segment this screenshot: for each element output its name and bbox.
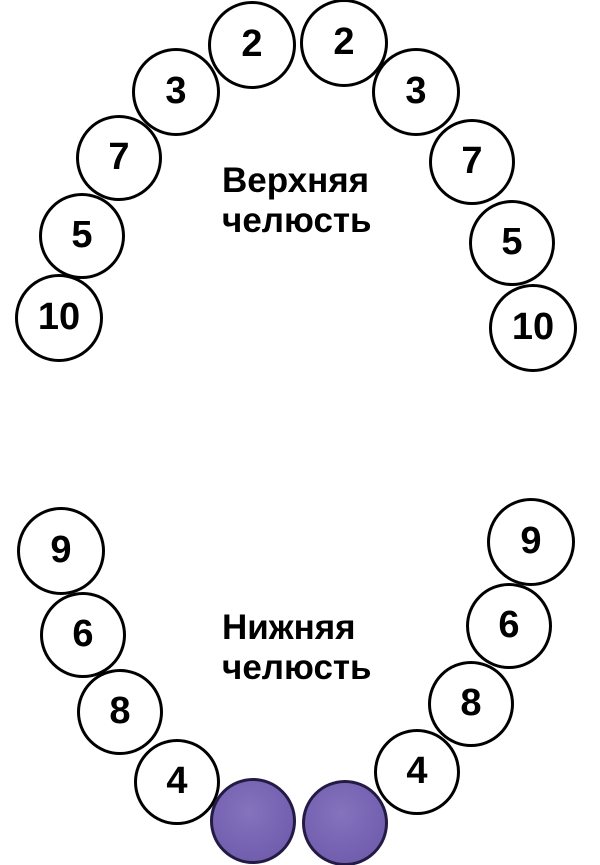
tooth-circle-7: 7: [76, 115, 162, 201]
tooth-number: 2: [241, 23, 263, 65]
tooth-circle-4: 4: [374, 729, 460, 815]
tooth-number: 7: [461, 140, 483, 182]
tooth-circle-10: 10: [489, 284, 577, 372]
tooth-number: 5: [501, 221, 523, 263]
tooth-number: 3: [405, 70, 427, 112]
tooth-circle-7: 7: [429, 119, 515, 205]
tooth-number: 9: [520, 520, 542, 562]
tooth-number: 4: [406, 750, 428, 792]
tooth-number: 6: [72, 613, 94, 655]
tooth-circle-6: 6: [40, 592, 126, 678]
tooth-number: 8: [460, 682, 482, 724]
title-line: челюсть: [222, 201, 372, 240]
tooth-number: 10: [511, 306, 555, 348]
tooth-circle-10: 10: [15, 274, 103, 362]
tooth-circle-8: 8: [77, 669, 163, 755]
tooth-number: 3: [165, 70, 187, 112]
tooth-number: 9: [50, 529, 72, 571]
tooth-number: 5: [71, 214, 93, 256]
tooth-number: 2: [333, 21, 355, 63]
lower-jaw-title: Нижняя челюсть: [222, 608, 372, 688]
tooth-number: 8: [109, 690, 131, 732]
tooth-circle-9: 9: [487, 498, 575, 586]
tooth-circle-8: 8: [428, 661, 514, 747]
tooth-number: 6: [498, 604, 520, 646]
tooth-circle-2: 2: [208, 1, 296, 89]
title-line: челюсть: [222, 648, 372, 687]
tooth-circle-5: 5: [39, 193, 125, 279]
tooth-number: 7: [108, 136, 130, 178]
tooth-circle-6: 6: [466, 583, 552, 669]
tooth-circle-filled: [210, 778, 296, 864]
upper-jaw-title: Верхняя челюсть: [222, 161, 372, 241]
tooth-circle-2: 2: [300, 0, 388, 87]
title-line: Верхняя: [222, 161, 370, 200]
tooth-circle-5: 5: [469, 200, 555, 286]
tooth-circle-3: 3: [372, 48, 460, 136]
tooth-circle-3: 3: [132, 48, 220, 136]
tooth-number: 4: [166, 760, 188, 802]
tooth-number: 10: [37, 296, 81, 338]
tooth-circle-4: 4: [134, 739, 220, 825]
title-line: Нижняя: [222, 608, 356, 647]
tooth-circle-9: 9: [17, 507, 105, 595]
tooth-circle-filled: [302, 780, 388, 865]
